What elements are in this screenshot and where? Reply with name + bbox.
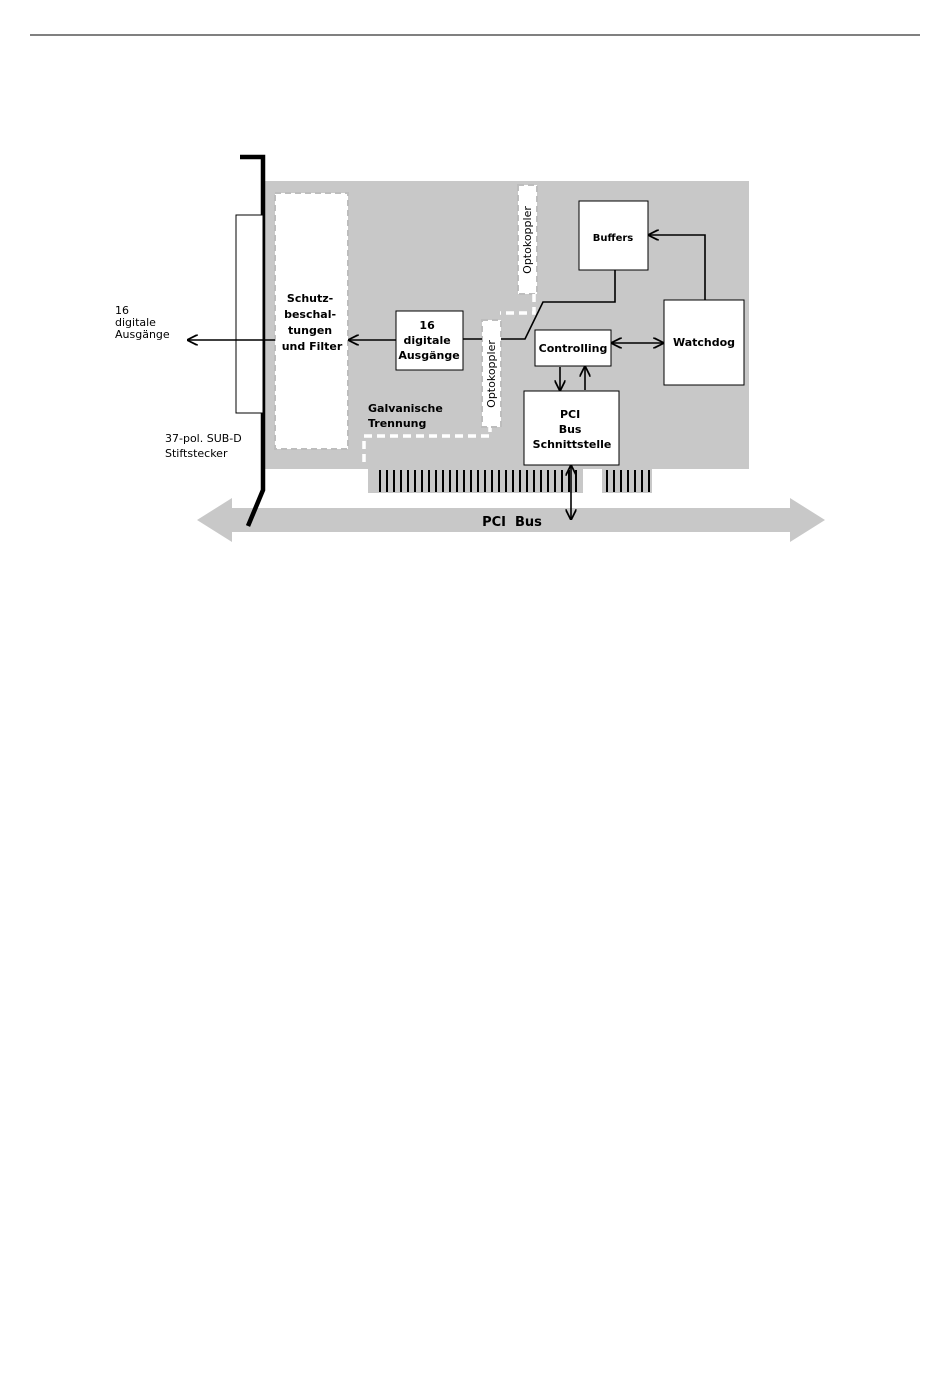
optokoppler-top-label: Optokoppler (521, 206, 534, 274)
connector-label: 37-pol. SUB-D Stiftstecker (165, 432, 245, 460)
controlling-label: Controlling (539, 342, 608, 355)
watchdog-label: Watchdog (673, 336, 735, 349)
pci-bus-label: PCI Bus (482, 515, 542, 530)
optokoppler-mid-label: Optokoppler (485, 340, 498, 408)
subd-connector (236, 215, 263, 413)
connector-key-notch (583, 469, 602, 494)
schutz-block (275, 193, 348, 449)
outputs-label: 16 digitale Ausgänge (115, 304, 170, 341)
buffers-label: Buffers (593, 233, 634, 244)
